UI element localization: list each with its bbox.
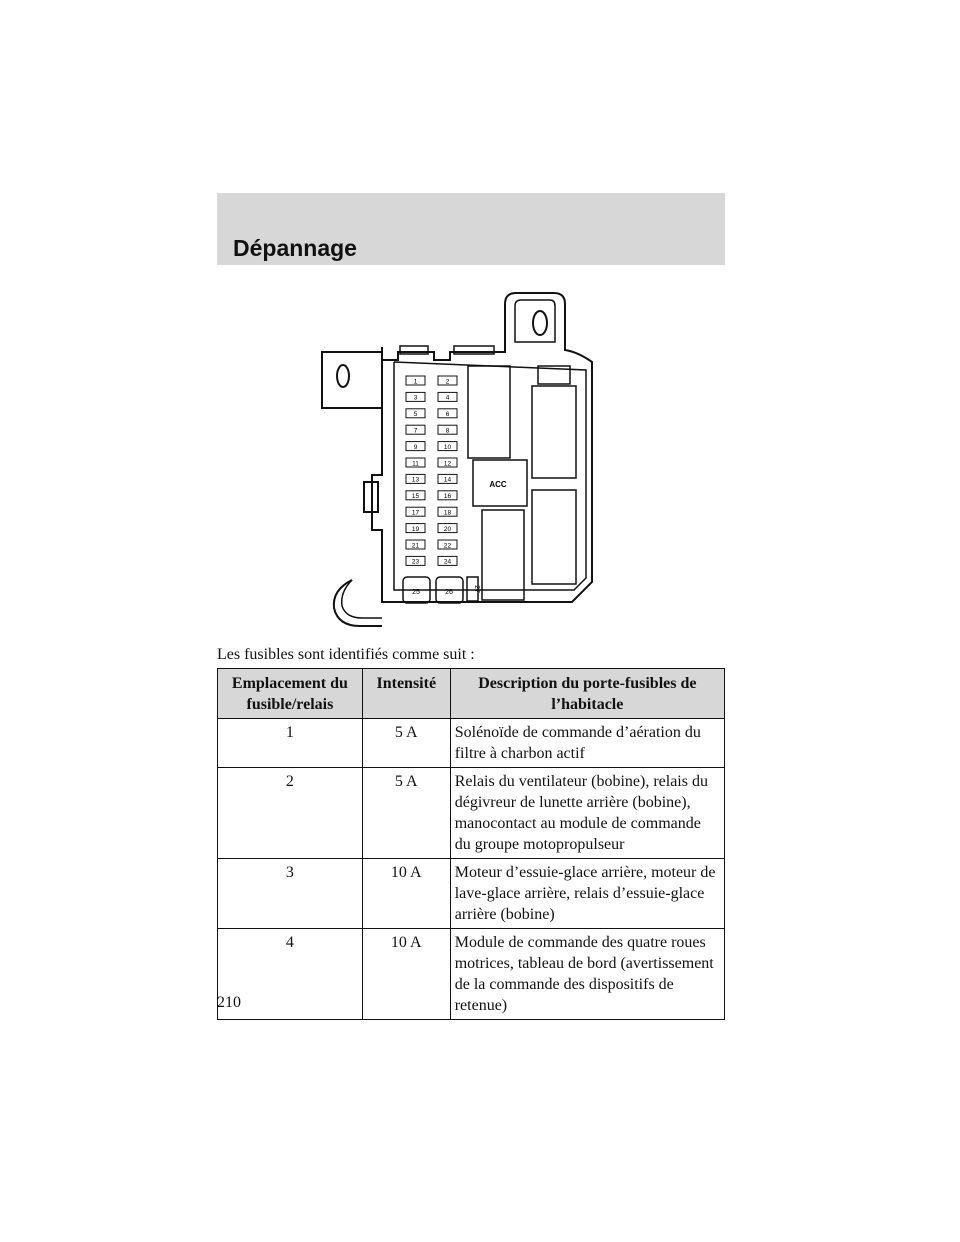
- fuse-slot: [405, 391, 426, 402]
- fuse-slot: [405, 375, 426, 386]
- fuse-location: 3: [217, 858, 363, 929]
- fuse-slot: [405, 408, 426, 419]
- vertical-fuse-label: 27: [473, 585, 480, 593]
- fuse-table: Emplacement du fusible/relais Intensité …: [217, 668, 726, 1020]
- fuse-amperage: 5 A: [361, 767, 451, 859]
- section-header: Dépannage: [217, 193, 725, 265]
- fuse-label: 15: [412, 493, 420, 500]
- column-header-location: Emplacement du fusible/relais: [217, 668, 363, 719]
- fuse-amperage: 5 A: [361, 718, 451, 768]
- fuse-slot: [437, 555, 458, 566]
- fuse-slot: [405, 457, 426, 468]
- fuse-description: Moteur d’essuie-glace arrière, moteur de…: [449, 858, 726, 929]
- table-header-row: Emplacement du fusible/relais Intensité …: [217, 668, 726, 719]
- fuse-label: 14: [444, 477, 452, 484]
- fuse-label: 8: [446, 428, 450, 435]
- fuse-label: 9: [414, 444, 418, 451]
- fuse-label: 19: [412, 526, 420, 533]
- fuse-slot: [437, 490, 458, 501]
- fuse-slot: [405, 523, 426, 534]
- fuse-slot: [405, 441, 426, 452]
- fuse-label: 2: [446, 378, 450, 385]
- fuse-label: 12: [444, 460, 452, 467]
- fuse-label: 7: [414, 428, 418, 435]
- fuse-slot: [405, 506, 426, 517]
- fuse-location: 2: [217, 767, 363, 859]
- fuse-slot: [405, 555, 426, 566]
- fuse-amperage: 10 A: [361, 928, 451, 1020]
- fuse-description: Solénoïde de commande d’aération du filt…: [449, 718, 726, 768]
- fuse-label: 5: [414, 411, 418, 418]
- large-fuses: 25 26 27: [402, 576, 480, 604]
- fuse-slot: [437, 424, 458, 435]
- fuse-location: 4: [217, 928, 363, 1020]
- table-row: 3 10 A Moteur d’essuie-glace arrière, mo…: [217, 858, 726, 929]
- fuse-label: 6: [446, 411, 450, 418]
- fuse-label: 22: [444, 542, 452, 549]
- fuse-description: Relais du ventilateur (bobine), relais d…: [449, 767, 726, 859]
- fuse-slot: [437, 457, 458, 468]
- fuse-location: 1: [217, 718, 363, 768]
- fuse-slot: [405, 490, 426, 501]
- section-title: Dépannage: [233, 235, 357, 261]
- fuse-slot: [405, 424, 426, 435]
- fuse-description: Module de commande des quatre roues motr…: [449, 928, 726, 1020]
- fuse-slot: [437, 375, 458, 386]
- fuse-label: 16: [444, 493, 452, 500]
- fuse-label: 11: [412, 460, 419, 467]
- table-row: 4 10 A Module de commande des quatre rou…: [217, 928, 726, 1020]
- fuse-slot: [437, 391, 458, 402]
- fuse-label: 17: [412, 510, 420, 517]
- fuse-slot: [405, 473, 426, 484]
- fuse-slot: [437, 506, 458, 517]
- fuse-amperage: 10 A: [361, 858, 451, 929]
- intro-text: Les fusibles sont identifiés comme suit …: [217, 646, 475, 663]
- fuse-label: 1: [414, 378, 418, 385]
- fuse-label: 20: [444, 526, 452, 533]
- page-number: 210: [217, 994, 241, 1011]
- fuse-label: 18: [444, 510, 452, 517]
- fuse-label: 23: [412, 559, 420, 566]
- column-header-amperage: Intensité: [361, 668, 451, 719]
- fuse-slot: [437, 523, 458, 534]
- fuse-label: 10: [444, 444, 452, 451]
- fuse-slot: [437, 473, 458, 484]
- fuse-slot: [405, 539, 426, 550]
- large-fuse-label: 25: [412, 589, 420, 596]
- relay-label: ACC: [489, 480, 507, 489]
- fuse-label: 24: [444, 559, 452, 566]
- table-row: 1 5 A Solénoïde de commande d’aération d…: [217, 718, 726, 768]
- fuse-label: 4: [446, 395, 450, 402]
- large-fuse-label: 26: [445, 589, 453, 596]
- fuse-label: 21: [412, 542, 420, 549]
- fuse-slot: [437, 539, 458, 550]
- fuse-label: 13: [412, 477, 420, 484]
- fuse-slot: [437, 408, 458, 419]
- column-header-description: Description du porte-fusibles de l’habit…: [449, 668, 726, 719]
- table-row: 2 5 A Relais du ventilateur (bobine), re…: [217, 767, 726, 859]
- fuse-slot: [437, 441, 458, 452]
- fuse-label: 3: [414, 395, 418, 402]
